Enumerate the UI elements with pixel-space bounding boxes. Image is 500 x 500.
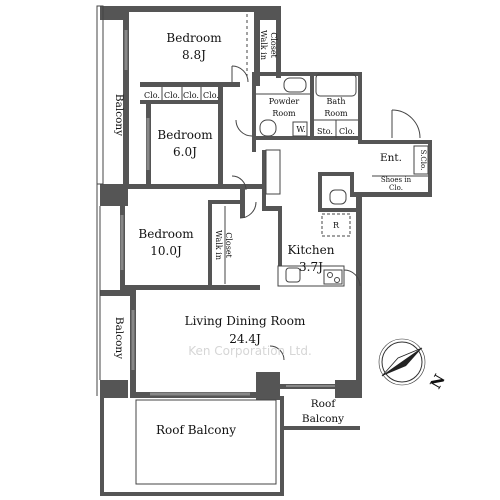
- room-labels: Bedroom 8.8J Walk in Closet Clo. Clo. Cl…: [113, 30, 427, 437]
- closet-label-2: Clo.: [164, 91, 180, 100]
- balcony-lower-label: Balcony: [113, 317, 125, 359]
- compass-ring: [381, 341, 423, 383]
- kitchen-size: 3.7J: [299, 260, 323, 274]
- roof-balcony-side-line2: Balcony: [302, 413, 344, 425]
- bedroom-3-name: Bedroom: [138, 227, 194, 241]
- walk-in-closet-2-line2: Closet: [224, 232, 233, 258]
- bath-room-line2: Room: [324, 109, 348, 118]
- closet-label-4: Clo.: [203, 91, 219, 100]
- bedroom-2-size: 6.0J: [173, 145, 197, 159]
- kitchen-name: Kitchen: [288, 243, 335, 257]
- bedroom-3-size: 10.0J: [150, 244, 182, 258]
- shoe-closet-label: S.Clo.: [419, 150, 427, 171]
- watermark: Ken Corporation Ltd.: [188, 344, 312, 358]
- walk-in-closet-1-line1: Walk in: [259, 30, 268, 60]
- washer-label: W.: [296, 125, 305, 134]
- thin-lines: [96, 5, 429, 485]
- walk-in-closet-2-line1: Walk in: [214, 230, 223, 260]
- closet-label-3: Clo.: [183, 91, 199, 100]
- balcony-upper-label: Balcony: [113, 94, 125, 136]
- closet-hall-label: Clo.: [339, 127, 355, 136]
- compass: N: [378, 338, 449, 392]
- shoes-in-closet-line1: Shoes in: [381, 176, 412, 184]
- bedroom-2-name: Bedroom: [157, 128, 213, 142]
- roof-balcony-side-line1: Roof: [311, 398, 337, 410]
- powder-room-line1: Powder: [269, 97, 300, 106]
- shoes-in-closet-line2: Clo.: [389, 184, 403, 192]
- powder-room-line2: Room: [272, 109, 296, 118]
- bath-room-line1: Bath: [326, 97, 345, 106]
- bedroom-1-name: Bedroom: [166, 31, 222, 45]
- compass-needle-tail-icon: [381, 347, 423, 377]
- living-dining-size: 24.4J: [229, 332, 261, 346]
- compass-north-label: N: [426, 371, 449, 392]
- entrance-label: Ent.: [380, 152, 402, 164]
- refrigerator-label: R: [333, 221, 340, 230]
- storage-label: Sto.: [317, 127, 333, 136]
- living-dining-name: Living Dining Room: [185, 314, 306, 328]
- roof-balcony-main-label: Roof Balcony: [156, 423, 236, 437]
- compass-outer-ring: [378, 338, 426, 386]
- bedroom-1-size: 8.8J: [182, 48, 206, 62]
- walk-in-closet-1-line2: Closet: [269, 32, 278, 58]
- closet-label-1: Clo.: [144, 91, 160, 100]
